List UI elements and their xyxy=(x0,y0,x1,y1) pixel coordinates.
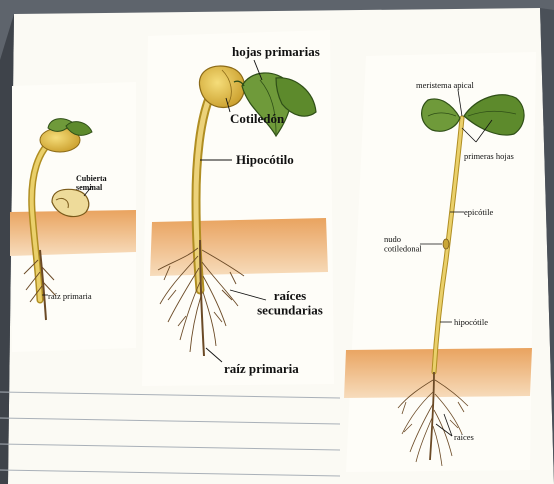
label-primary-root-1: raíz primaria xyxy=(48,291,92,301)
soil-layer-2 xyxy=(150,218,328,276)
label-epicotyl: epicótile xyxy=(464,207,493,217)
panel-germination: Cubiertaseminal raíz primaria xyxy=(10,82,136,352)
panel-hypocotyl-growth: hojas primarias Cotiledón Hipocótilo raí… xyxy=(142,30,334,386)
label-first-leaves: primeras hojas xyxy=(464,151,514,161)
label-hypocotyl-2: Hipocótilo xyxy=(236,152,294,167)
label-primary-root-2: raíz primaria xyxy=(224,361,299,376)
label-roots: raíces xyxy=(454,432,474,442)
label-seed-coat: Cubiertaseminal xyxy=(76,174,107,192)
label-primary-leaves: hojas primarias xyxy=(232,44,320,59)
label-hypocotyl-3: hipocótile xyxy=(454,317,488,327)
panel-mature-seedling: meristema apical primeras hojas epicótil… xyxy=(344,52,536,472)
soil-layer-3 xyxy=(344,348,532,398)
label-apical-meristem: meristema apical xyxy=(416,80,474,90)
label-cotyledon: Cotiledón xyxy=(230,111,285,126)
